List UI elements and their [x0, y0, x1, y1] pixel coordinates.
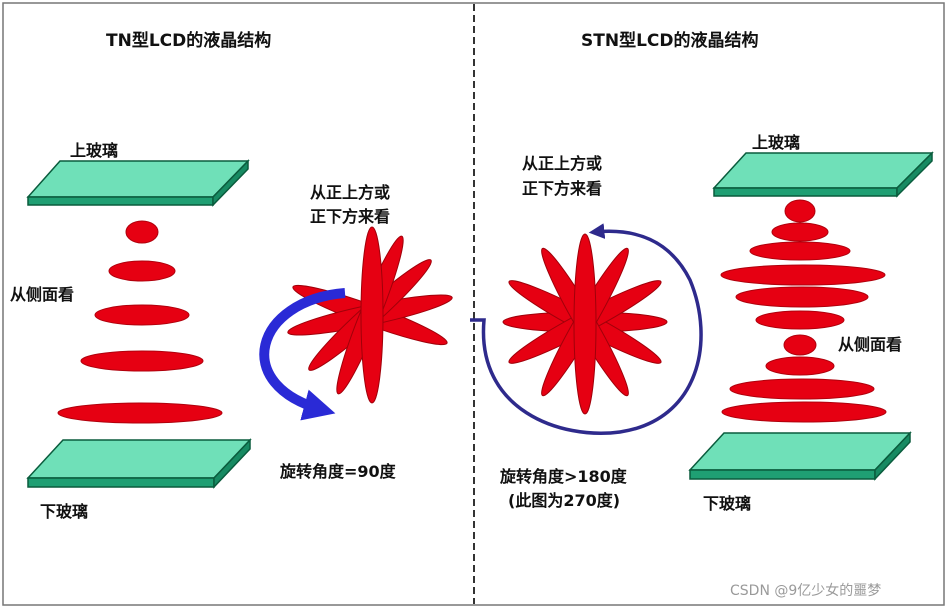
- tn-side-molecule: [58, 403, 222, 423]
- tn-lower-glass-plate: [28, 440, 250, 487]
- stn-side-molecule: [736, 287, 868, 307]
- stn-upper-glass-label: 上玻璃: [752, 129, 800, 153]
- stn-side-molecule: [766, 357, 834, 375]
- tn-rotation-label: 旋转角度=90度: [280, 458, 396, 482]
- stn-upper-glass-plate: [714, 153, 932, 196]
- stn-side-molecule: [730, 379, 874, 399]
- stn-side-molecule: [784, 335, 816, 355]
- stn-side-molecule: [785, 200, 815, 222]
- stn-side-molecule: [721, 265, 885, 285]
- stn-lower-glass-label: 下玻璃: [703, 490, 751, 514]
- stn-rotation-label-line1: 旋转角度>180度: [500, 463, 627, 487]
- tn-side-molecule: [126, 221, 158, 243]
- tn-top-view-label-line2: 正下方来看: [310, 203, 390, 227]
- tn-side-molecule: [81, 351, 203, 371]
- tn-side-molecule: [95, 305, 189, 325]
- stn-top-view-label-line1: 从正上方或: [522, 150, 602, 174]
- stn-top-molecule: [574, 234, 596, 414]
- tn-side-molecule: [109, 261, 175, 281]
- tn-title: TN型LCD的液晶结构: [106, 26, 271, 51]
- stn-side-molecule: [756, 311, 844, 329]
- stn-lower-glass-plate: [690, 433, 910, 479]
- tn-lower-glass-label: 下玻璃: [40, 498, 88, 522]
- stn-side-molecule: [722, 402, 886, 422]
- tn-upper-glass-plate: [28, 161, 248, 205]
- watermark: CSDN @9亿少女的噩梦: [730, 580, 881, 600]
- stn-rotation-label-line2: (此图为270度): [508, 487, 620, 511]
- stn-top-view-label-line2: 正下方来看: [522, 175, 602, 199]
- tn-upper-glass-label: 上玻璃: [70, 137, 118, 161]
- stn-side-molecule: [772, 223, 828, 241]
- stn-side-molecule: [750, 242, 850, 260]
- tn-top-view-label-line1: 从正上方或: [310, 179, 390, 203]
- stn-side-view-label: 从侧面看: [838, 331, 902, 355]
- tn-side-view-label: 从侧面看: [10, 281, 74, 305]
- tn-top-molecule: [361, 227, 383, 403]
- stn-title: STN型LCD的液晶结构: [581, 26, 759, 51]
